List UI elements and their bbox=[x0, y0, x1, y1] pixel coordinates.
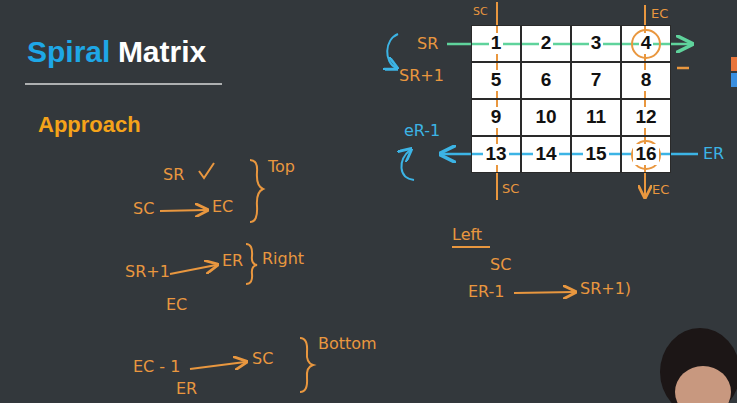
matrix-cell: 13 bbox=[471, 136, 521, 173]
matrix-cell: 7 bbox=[571, 62, 621, 99]
edge-tab bbox=[731, 57, 737, 71]
matrix-ground bbox=[471, 25, 671, 173]
brace bbox=[246, 244, 257, 284]
hand-note: EC bbox=[166, 296, 187, 314]
cell-number: 1 bbox=[489, 33, 504, 54]
matrix-cell: 6 bbox=[521, 62, 571, 99]
cell-number: 15 bbox=[583, 144, 608, 165]
hand-note: ER bbox=[176, 380, 197, 398]
tick-mark bbox=[677, 67, 689, 70]
matrix-cell: 2 bbox=[521, 25, 571, 62]
matrix-cell: 15 bbox=[571, 136, 621, 173]
matrix-cell: 9 bbox=[471, 99, 521, 136]
top-row-arrow bbox=[447, 43, 690, 46]
hand-note: EC - 1 bbox=[133, 358, 180, 376]
cell-number: 10 bbox=[533, 107, 558, 128]
hand-note: SR bbox=[417, 35, 438, 53]
check-mark bbox=[199, 163, 214, 178]
hand-note: SC bbox=[490, 256, 511, 274]
cell-number: 7 bbox=[589, 70, 604, 91]
slide-title: Spiral bbox=[27, 35, 110, 70]
loop-arrow bbox=[387, 34, 398, 68]
hand-note: eR-1 bbox=[404, 122, 440, 140]
brace bbox=[250, 160, 263, 222]
cell-number: 3 bbox=[589, 33, 604, 54]
hand-note: SR bbox=[163, 166, 184, 184]
presenter-face bbox=[675, 366, 731, 403]
start-column-line bbox=[496, 2, 498, 200]
matrix-cell: 8 bbox=[621, 62, 671, 99]
hand-arrow bbox=[514, 292, 574, 293]
hand-note: ER bbox=[222, 252, 243, 270]
matrix-cell: 16 bbox=[621, 136, 671, 173]
hand-note: SR+1 bbox=[399, 67, 444, 85]
matrix-cell: 10 bbox=[521, 99, 571, 136]
hand-note: Top bbox=[268, 158, 295, 176]
matrix-cell: 1 bbox=[471, 25, 521, 62]
cell-number: 12 bbox=[633, 107, 658, 128]
cell-number: 5 bbox=[489, 70, 504, 91]
matrix-cell: 14 bbox=[521, 136, 571, 173]
matrix-cell: 4 bbox=[621, 25, 671, 62]
hand-note: SR+1) bbox=[580, 280, 631, 298]
hand-arrow bbox=[190, 362, 245, 369]
edge-tab bbox=[731, 73, 737, 87]
title-underline bbox=[25, 83, 222, 85]
hand-note: Left bbox=[452, 226, 482, 244]
highlight-circle bbox=[632, 141, 660, 169]
highlight-circle bbox=[632, 30, 660, 58]
cell-number: 2 bbox=[539, 33, 554, 54]
hand-note: SC bbox=[133, 200, 154, 218]
hand-note: ER bbox=[703, 145, 724, 163]
matrix-cell: 5 bbox=[471, 62, 521, 99]
hand-arrow bbox=[160, 210, 206, 211]
brace bbox=[300, 338, 313, 392]
cell-number: 11 bbox=[584, 107, 608, 128]
hand-note: EC bbox=[651, 7, 668, 22]
hand-note: Bottom bbox=[318, 335, 377, 353]
hand-note: SR+1 bbox=[125, 263, 170, 281]
hand-note: EC bbox=[652, 183, 669, 198]
hand-note: SC bbox=[473, 6, 488, 19]
matrix-cell: 12 bbox=[621, 99, 671, 136]
underline bbox=[452, 246, 490, 248]
hand-note: SC bbox=[252, 350, 273, 368]
cell-number: 13 bbox=[483, 144, 508, 165]
cell-number: 9 bbox=[489, 107, 504, 128]
matrix-cell: 3 bbox=[571, 25, 621, 62]
loop-arrow bbox=[401, 150, 414, 180]
hand-note: ER-1 bbox=[468, 283, 505, 301]
hand-note: EC bbox=[212, 198, 233, 216]
cell-number: 14 bbox=[533, 144, 558, 165]
cell-number: 16 bbox=[633, 144, 658, 165]
cell-number: 6 bbox=[539, 70, 554, 91]
hand-note: Right bbox=[262, 250, 304, 268]
slide-title: Matrix bbox=[118, 35, 206, 70]
hand-arrow bbox=[170, 265, 216, 274]
cell-number: 8 bbox=[639, 70, 654, 91]
matrix-cell: 11 bbox=[571, 99, 621, 136]
hand-note: SC bbox=[502, 182, 519, 197]
section-heading: Approach bbox=[38, 112, 141, 137]
cell-number: 4 bbox=[639, 33, 654, 54]
